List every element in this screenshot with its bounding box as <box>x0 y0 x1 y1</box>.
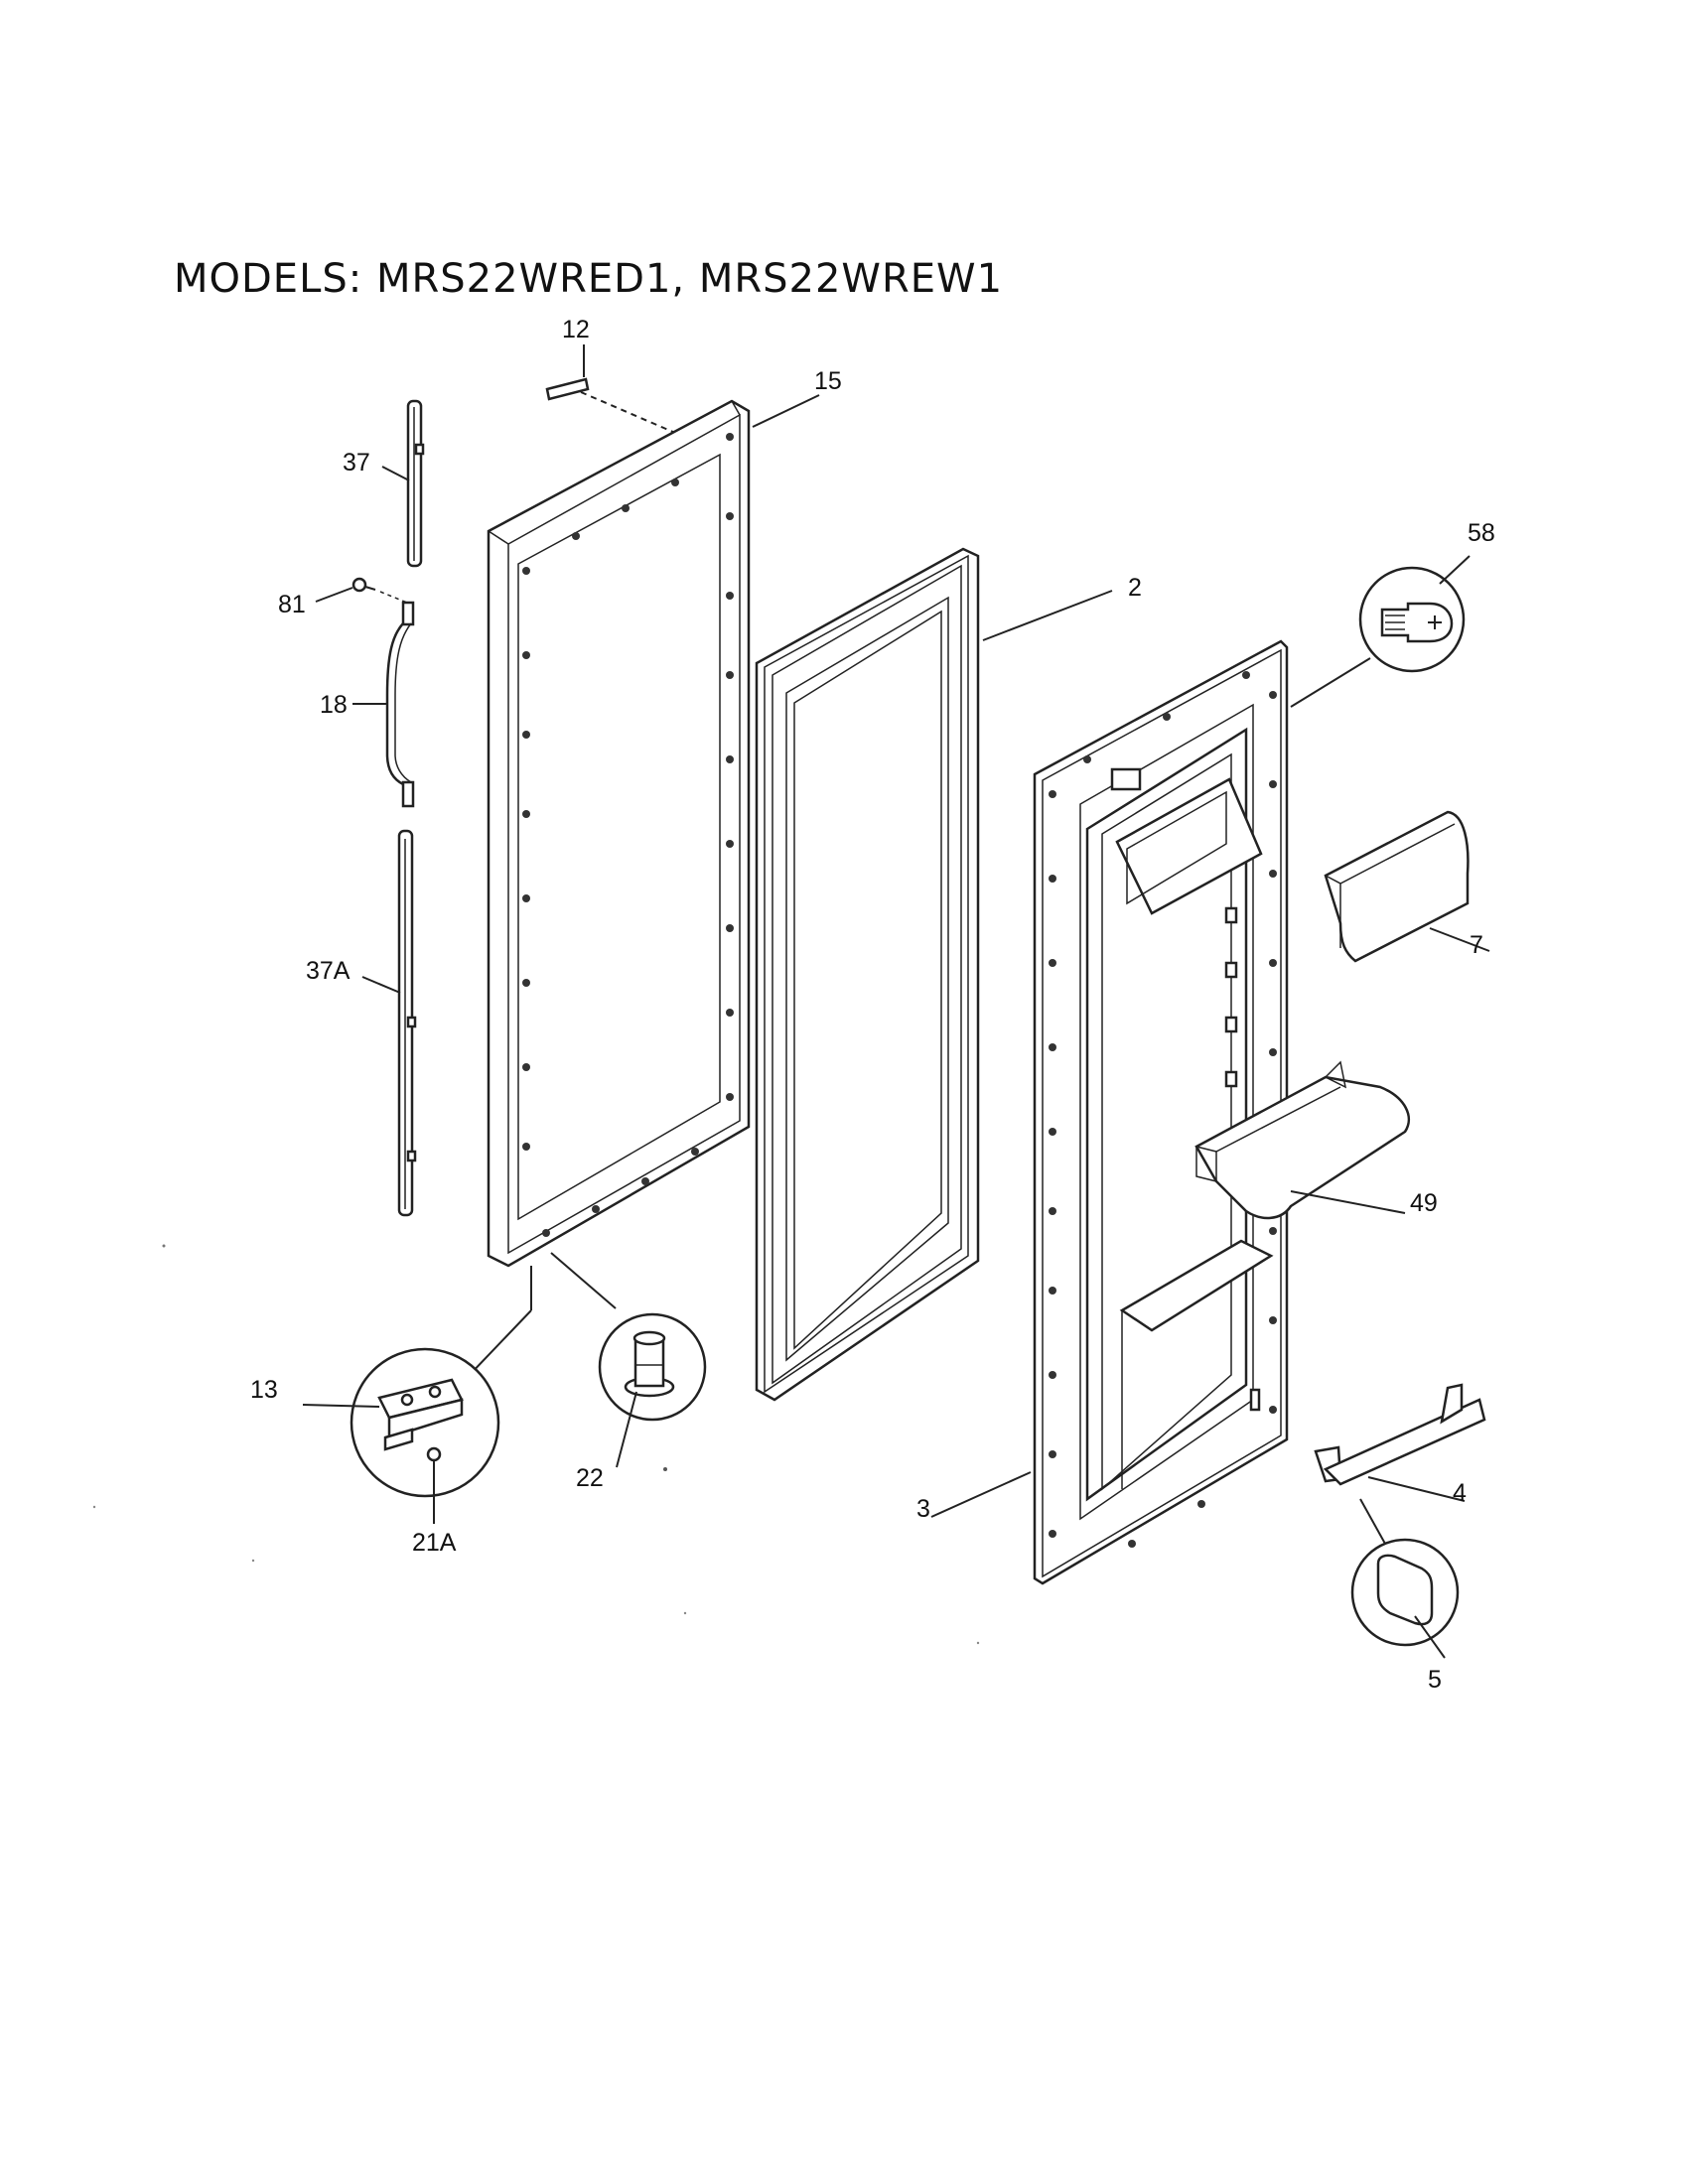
callout-58: 58 <box>1468 519 1495 547</box>
part-4-retainer-bar <box>1314 1383 1486 1502</box>
part-2-door-gasket <box>755 547 1113 1402</box>
part-13-hinge-detail <box>302 1347 500 1498</box>
callout-18: 18 <box>320 691 348 719</box>
scan-specks <box>92 1244 980 1645</box>
part-5-stop-detail <box>1350 1498 1460 1659</box>
callout-37: 37 <box>343 449 370 477</box>
part-7-dairy-door <box>1324 810 1490 963</box>
part-18-handle <box>352 601 415 808</box>
part-22-plug-detail <box>598 1312 707 1468</box>
models-title: MODELS: MRS22WRED1, MRS22WREW1 <box>174 256 1004 302</box>
callout-7: 7 <box>1470 931 1483 959</box>
callout-37a: 37A <box>306 957 351 985</box>
part-3-door-liner <box>930 639 1289 1585</box>
callout-15: 15 <box>814 367 842 395</box>
callout-5: 5 <box>1428 1666 1442 1694</box>
part-81-screw <box>315 577 408 604</box>
callout-21a: 21A <box>412 1529 457 1557</box>
callout-81: 81 <box>278 591 306 618</box>
callout-4: 4 <box>1453 1479 1467 1507</box>
part-58-screw-detail <box>1290 555 1471 708</box>
part-21a-screw <box>426 1446 442 1524</box>
part-12-label-plate <box>545 344 676 434</box>
part-15-door-frame <box>466 394 820 1379</box>
part-37a-trim-strip <box>361 829 417 1217</box>
callout-2: 2 <box>1128 574 1142 602</box>
part-49-door-bin <box>1194 1060 1411 1220</box>
callout-49: 49 <box>1410 1189 1438 1217</box>
callout-3: 3 <box>916 1495 930 1523</box>
callout-13: 13 <box>250 1376 278 1404</box>
callout-12: 12 <box>562 316 590 343</box>
part-37-trim-strip <box>381 399 425 568</box>
callout-22: 22 <box>576 1464 604 1492</box>
